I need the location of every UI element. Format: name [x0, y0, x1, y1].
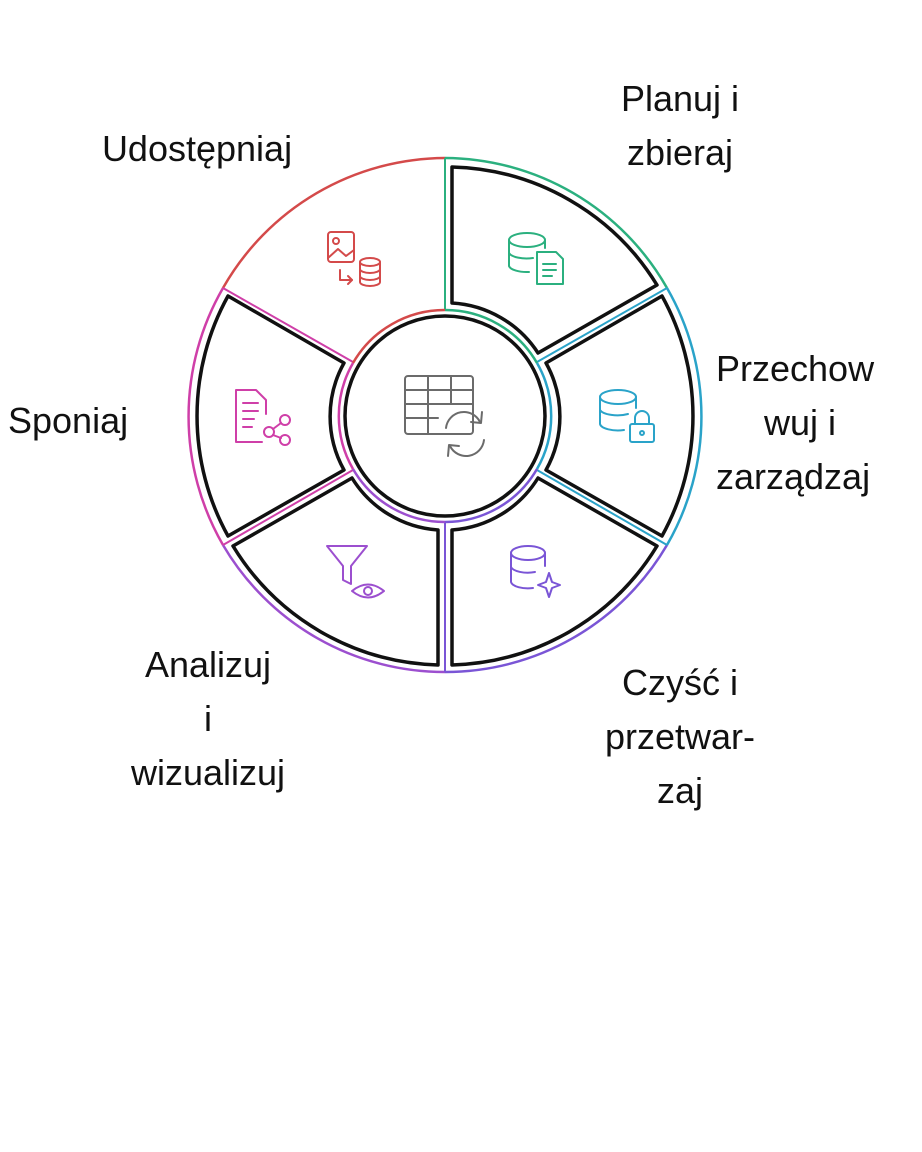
image-to-database-icon: [327, 231, 381, 287]
stage-label-czysc: Czyść i przetwar- zaj: [580, 656, 780, 818]
stage-label-line: wizualizuj: [130, 752, 286, 793]
outer-arc-czysc: [444, 544, 669, 674]
stage-label-line: zaj: [656, 770, 704, 811]
stage-label-przechowuj: Przechow wuj i zarządzaj: [716, 342, 916, 504]
stage-label-line: przetwar-: [604, 716, 756, 757]
filter-eye-icon: [326, 545, 385, 599]
document-share-icon: [235, 389, 291, 446]
stage-label-line: Planuj i: [620, 78, 740, 119]
stage-label-line: zbieraj: [626, 132, 734, 173]
stage-label-line: Analizuj: [144, 644, 272, 685]
inner-circle: [339, 310, 551, 522]
outer-arc-przechowuj: [665, 287, 703, 546]
stage-label-sponiaj: Sponiaj: [8, 394, 158, 448]
database-document-icon: [508, 232, 564, 285]
stage-label-line: Sponiaj: [8, 400, 129, 441]
outer-arc-analizuj: [221, 544, 446, 674]
stage-label-analizuj: Analizuj i wizualizuj: [108, 638, 308, 800]
stage-label-line: Udostępniaj: [101, 128, 293, 169]
database-lock-icon: [599, 389, 655, 443]
outer-arc-udostepniaj: [221, 156, 446, 289]
stage-label-line: zarządzaj: [716, 456, 871, 497]
segment-analizuj: [231, 476, 440, 667]
inner-arc-udostepniaj: [351, 308, 446, 364]
separator-upper-left: [222, 287, 354, 363]
table-sync-icon: [404, 375, 485, 457]
separator-upper-right: [536, 287, 668, 363]
stage-label-line: i: [204, 698, 212, 739]
inner-arc-przechowuj: [535, 362, 553, 470]
stage-label-line: Przechow: [716, 348, 875, 389]
segment-planuj: [450, 165, 659, 355]
stage-label-udostepniaj: Udostępniaj: [72, 122, 322, 176]
inner-arc-czysc: [444, 468, 539, 524]
stage-label-line: wuj i: [764, 402, 837, 443]
inner-circle-border: [343, 314, 547, 518]
outer-arc-sponiaj: [187, 287, 225, 546]
segment-sponiaj: [195, 294, 346, 538]
separator-lower-right: [536, 469, 668, 546]
inner-arc-analizuj: [351, 468, 446, 524]
segment-czysc: [450, 476, 659, 667]
stage-label-line: Czyść i: [622, 662, 738, 703]
outer-arc-planuj: [444, 156, 669, 289]
inner-arc-sponiaj: [337, 362, 355, 470]
stage-label-planuj: Planuj i zbieraj: [590, 72, 770, 180]
separator-lower-left: [222, 469, 354, 546]
database-sparkle-icon: [510, 545, 561, 598]
inner-arc-planuj: [444, 308, 539, 364]
